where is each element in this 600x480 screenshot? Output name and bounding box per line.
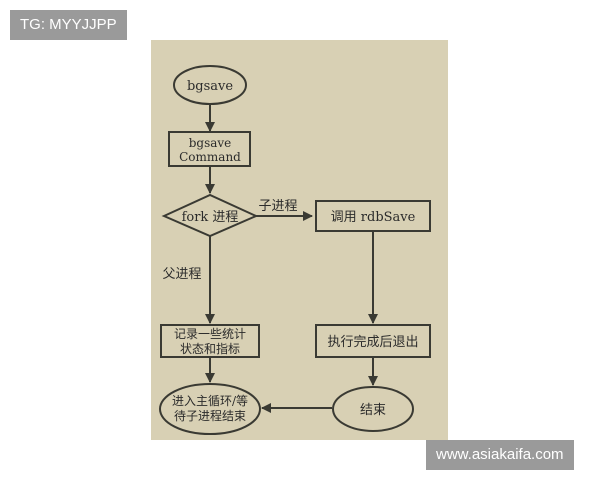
flowchart-canvas: bgsave bgsave Command fork 进程 子进程 父进程 调用… xyxy=(151,40,448,440)
watermark-top: TG: MYYJJPP xyxy=(10,10,127,40)
watermark-bottom: www.asiakaifa.com xyxy=(426,440,574,470)
node-start-label: bgsave xyxy=(187,79,233,94)
node-main-loop-label-2: 待子进程结束 xyxy=(174,408,246,423)
node-child-call xyxy=(315,200,431,232)
node-child-call-label: 调用 rdbSave xyxy=(331,210,416,225)
node-end xyxy=(332,386,414,432)
node-record-stats xyxy=(160,324,260,358)
node-record-stats-label-2: 状态和指标 xyxy=(180,341,240,356)
node-decision xyxy=(161,193,259,238)
flowchart: bgsave bgsave Command fork 进程 子进程 父进程 调用… xyxy=(159,65,431,435)
edge-label-child: 子进程 xyxy=(258,199,297,214)
node-main-loop xyxy=(159,383,261,435)
node-end-label: 结束 xyxy=(360,403,386,418)
edge-label-parent: 父进程 xyxy=(162,267,201,282)
node-child-done-label: 执行完成后退出 xyxy=(327,335,418,350)
node-command-label-1: bgsave xyxy=(189,136,232,150)
node-command xyxy=(168,131,251,167)
node-record-stats-label-1: 记录一些统计 xyxy=(174,327,246,341)
node-start xyxy=(173,65,247,105)
node-main-loop-label-1: 进入主循环/等 xyxy=(172,394,248,408)
node-decision-label: fork 进程 xyxy=(182,210,239,225)
node-command-label-2: Command xyxy=(179,150,241,164)
node-child-done xyxy=(315,324,431,358)
